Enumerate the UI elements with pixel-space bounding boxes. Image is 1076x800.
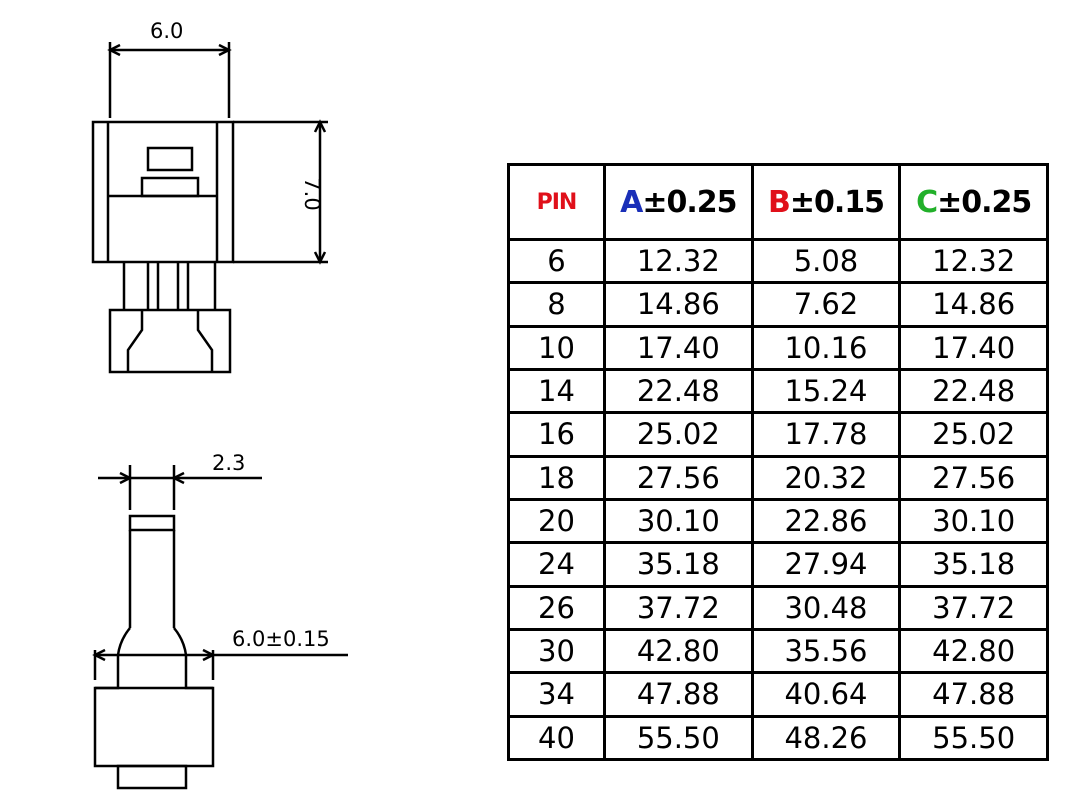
cell-b: 27.94	[750, 541, 902, 588]
cell-a: 14.86	[603, 281, 754, 328]
header-b: B±0.15	[750, 163, 902, 241]
header-a-tolerance: ±0.25	[642, 184, 737, 220]
cell-a: 22.48	[603, 367, 754, 415]
cell-b: 22.86	[750, 497, 902, 545]
header-b-letter: B	[767, 184, 791, 220]
cell-a: 17.40	[603, 324, 754, 371]
cell-b: 7.62	[750, 281, 902, 328]
cell-a: 27.56	[603, 454, 754, 501]
cell-c: 27.56	[898, 454, 1049, 501]
cell-b: 40.64	[750, 671, 902, 718]
cell-c: 17.40	[898, 324, 1049, 371]
front-width-label: 6.0	[150, 19, 183, 43]
side-width-label: 6.0±0.15	[232, 627, 330, 651]
cell-b: 30.48	[750, 584, 902, 631]
cell-a: 35.18	[603, 541, 754, 588]
cell-pin: 40	[507, 714, 606, 762]
cell-pin: 16	[507, 411, 606, 458]
table-header-row: PIN A±0.25 B±0.15 C±0.25	[507, 163, 1049, 241]
cell-b: 5.08	[750, 237, 902, 285]
header-c: C±0.25	[898, 163, 1049, 241]
cell-b: 10.16	[750, 324, 902, 371]
cell-c: 25.02	[898, 411, 1049, 458]
cell-pin: 30	[507, 627, 606, 675]
cell-c: 30.10	[898, 497, 1049, 545]
cell-c: 12.32	[898, 237, 1049, 285]
front-height-label: 7.0	[300, 177, 324, 210]
cell-b: 15.24	[750, 367, 902, 415]
header-b-tolerance: ±0.15	[789, 184, 885, 220]
cell-c: 37.72	[898, 584, 1049, 631]
cell-b: 48.26	[750, 714, 902, 762]
cell-pin: 34	[507, 671, 606, 718]
cell-b: 17.78	[750, 411, 902, 458]
cell-c: 55.50	[898, 714, 1049, 762]
cell-pin: 18	[507, 454, 606, 501]
cell-pin: 8	[507, 281, 606, 328]
cell-b: 35.56	[750, 627, 902, 675]
header-c-letter: C	[916, 184, 938, 220]
cell-b: 20.32	[750, 454, 902, 501]
cell-pin: 26	[507, 584, 606, 631]
header-a-letter: A	[620, 184, 643, 220]
cell-c: 35.18	[898, 541, 1049, 588]
header-pin: PIN	[507, 163, 606, 241]
front-view-outline	[91, 42, 328, 374]
cell-c: 47.88	[898, 671, 1049, 718]
side-thickness-label: 2.3	[212, 451, 245, 475]
cell-a: 12.32	[603, 237, 754, 285]
cell-a: 30.10	[603, 497, 754, 545]
cell-a: 25.02	[603, 411, 754, 458]
cell-a: 42.80	[603, 627, 754, 675]
cell-pin: 24	[507, 541, 606, 588]
header-a: A±0.25	[603, 163, 754, 241]
cell-c: 14.86	[898, 281, 1049, 328]
cell-pin: 14	[507, 367, 606, 415]
cell-a: 47.88	[603, 671, 754, 718]
cell-c: 42.80	[898, 627, 1049, 675]
cell-a: 55.50	[603, 714, 754, 762]
cell-pin: 20	[507, 497, 606, 545]
cell-a: 37.72	[603, 584, 754, 631]
cell-c: 22.48	[898, 367, 1049, 415]
cell-pin: 6	[507, 237, 606, 285]
cell-pin: 10	[507, 324, 606, 371]
side-view-outline	[92, 465, 348, 790]
header-c-tolerance: ±0.25	[937, 184, 1032, 220]
